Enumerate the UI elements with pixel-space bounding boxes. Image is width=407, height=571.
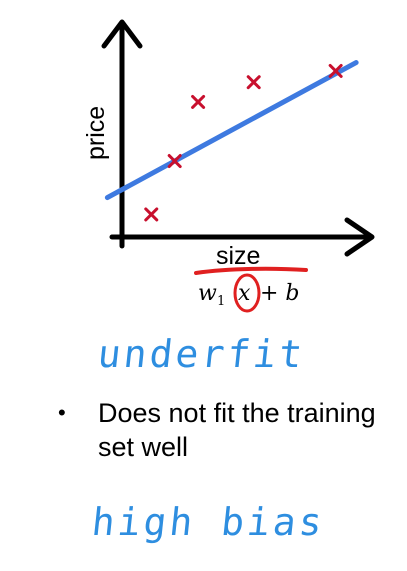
fit-line — [104, 60, 359, 201]
bullet-dot: • — [58, 400, 66, 425]
y-axis-arrowhead — [101, 19, 143, 49]
chart-axes — [101, 19, 375, 257]
circle-annotation — [233, 273, 261, 313]
data-point — [246, 75, 261, 90]
data-point — [167, 154, 182, 169]
equation-rest: + b — [260, 281, 300, 306]
x-axis-label: size — [216, 242, 260, 270]
underfit-chart: price size w 1 x + b — [82, 19, 375, 313]
y-axis-label: price — [82, 106, 110, 160]
equation-x: x — [238, 281, 251, 306]
high-bias-label: high bias — [89, 500, 328, 544]
underfit-label: underfit — [95, 332, 308, 376]
data-point — [144, 207, 159, 222]
x-axis-arrowhead — [344, 217, 375, 257]
strike-annotation — [194, 266, 308, 275]
data-point — [191, 94, 206, 109]
data-point — [328, 63, 343, 78]
bullet-text: Does not fit the training set well — [98, 398, 376, 462]
equation-subscript: 1 — [217, 294, 225, 309]
equation-w: w — [198, 281, 217, 306]
